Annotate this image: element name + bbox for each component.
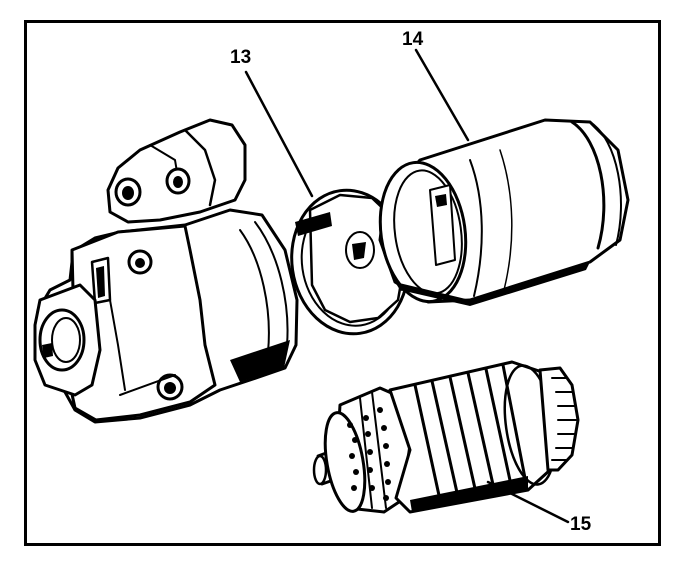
diagram-frame (24, 20, 661, 546)
callout-13: 13 (230, 47, 251, 68)
callout-15: 15 (570, 514, 592, 535)
leader-line-15 (486, 480, 570, 524)
callout-14: 14 (402, 29, 424, 50)
leader-line-14 (414, 48, 470, 142)
leader-line-13 (244, 70, 314, 198)
part-14-field-frame (378, 118, 630, 306)
part-15-armature (312, 360, 580, 514)
armature-slots (413, 363, 527, 502)
commutator-dots (347, 407, 391, 501)
drive-end-housing (33, 118, 299, 424)
